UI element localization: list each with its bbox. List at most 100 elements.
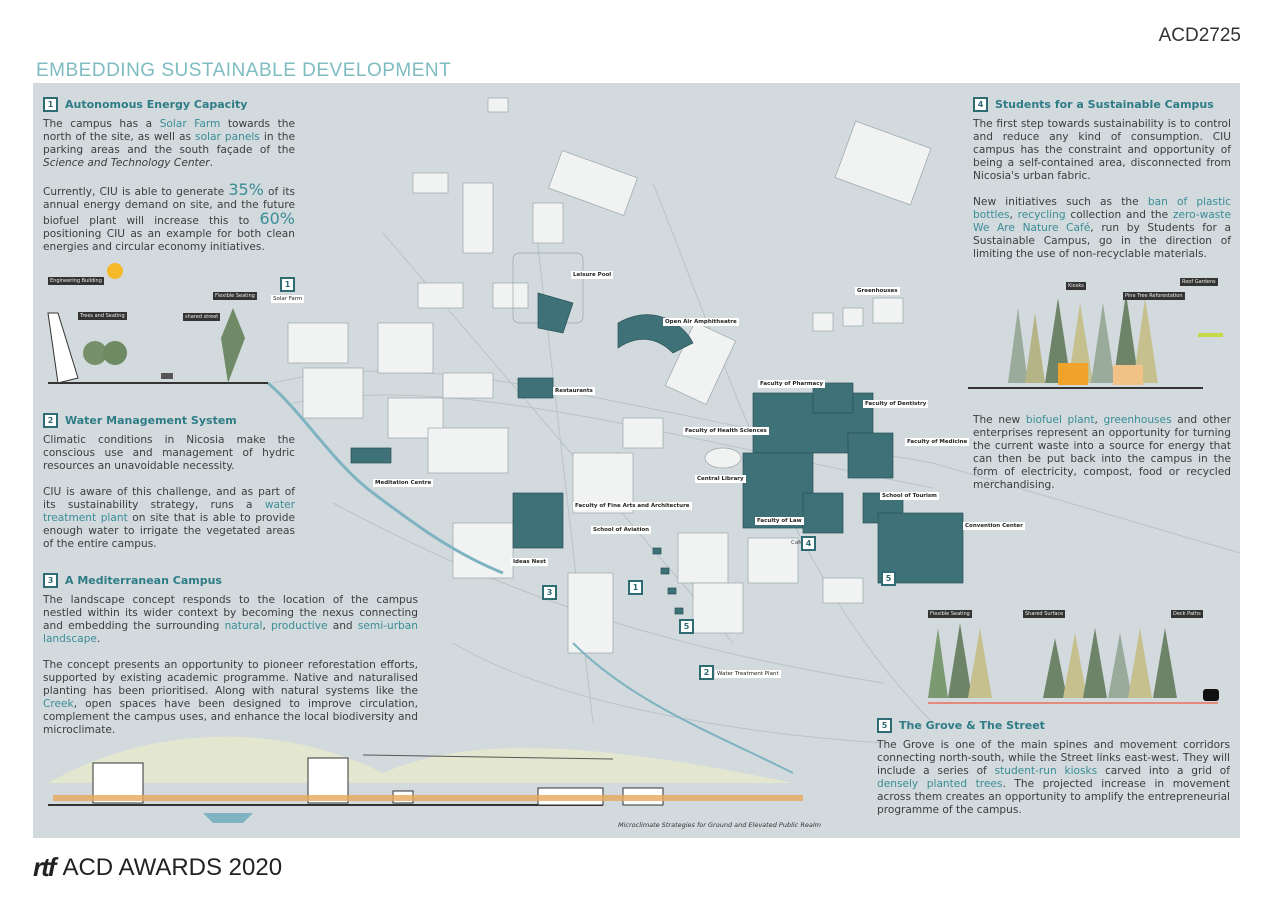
marker-4-map: 4 [801,536,816,551]
map-label-ideas-nest: Ideas Nest [511,558,548,566]
highlight-text: student-run kiosks [994,765,1098,777]
section-3-para-1: The landscape concept responds to the lo… [43,594,418,646]
map-label-solar-farm: Solar Farm [271,295,305,303]
body-text: The landscape concept responds to the lo… [43,594,418,632]
body-text: The concept presents an opportunity to p… [43,659,418,697]
body-text: and other enterprises represent an oppor… [973,414,1231,491]
highlight-text: Solar Farm [159,118,221,130]
map-label-health-sciences: Faculty of Health Sciences [683,427,769,435]
diagram-label-engineering: Engineering Building [48,277,104,285]
diagram-label-trees-seating: Trees and Seating [78,312,127,320]
map-label-tourism: School of Tourism [880,492,939,500]
body-text: on site that is able to provide enough w… [43,512,295,550]
section-5: 5 The Grove & The Street The Grove is one… [877,718,1230,830]
body-text: Science and Technology Center [43,157,210,169]
marker-5-map: 5 [679,619,694,634]
map-label-aviation: School of Aviation [591,526,652,534]
page-title: EMBEDDING SUSTAINABLE DEVELOPMENT [36,60,452,81]
section-5-number: 5 [877,718,892,733]
marker-1-map: 1 [628,580,643,595]
body-text: of its annual energy demand on site, and… [43,186,295,227]
map-label-restaurants: Restaurants [553,387,595,395]
highlight-text: natural [224,620,263,632]
diagram-label-flexible-seating: Flexible Seating [213,292,257,300]
section-4-para-3: The new biofuel plant, greenhouses and o… [973,414,1231,492]
section-3-para-2: The concept presents an opportunity to p… [43,659,418,737]
body-text: carved into a grid of [1097,765,1230,777]
highlight-text: water treatment plant [43,499,295,524]
body-text: , [1094,414,1104,426]
section-1-heading: Autonomous Energy Capacity [65,98,248,111]
marker-3-map: 3 [542,585,557,600]
highlight-text: semi-urban landscape [43,620,418,645]
body-text: . [209,157,213,169]
section-2-number: 2 [43,413,58,428]
body-text: in the parking areas and the south façad… [43,131,295,156]
section-1: 1 Autonomous Energy Capacity The campus h… [43,97,295,267]
stat-value: 35% [228,180,264,199]
body-text: The campus has a [43,118,160,130]
highlight-text: greenhouses [1103,414,1172,426]
footer: rtf ACD AWARDS 2020 [33,852,282,883]
map-label-law: Faculty of Law [755,517,804,525]
body-text: Currently, CIU is able to generate [43,186,229,198]
section-5-heading: The Grove & The Street [899,719,1045,732]
body-text: . The projected increase in movement acr… [877,778,1230,816]
diagram-label-shared-surface: Shared Surface [1023,610,1066,618]
body-text: The new [973,414,1026,426]
section-2: 2 Water Management System Climatic condit… [43,413,295,564]
map-label-central-library: Central Library [695,475,746,483]
body-text: positioning CIU as an example for both c… [43,228,295,253]
map-label-medicine: Faculty of Medicine [905,438,970,446]
project-code: ACD2725 [1158,25,1241,46]
section-1-para-2: Currently, CIU is able to generate 35% o… [43,180,295,254]
body-text: , run by Students for a Sustainable Camp… [973,222,1232,260]
section-3-heading: A Mediterranean Campus [65,574,222,587]
diagram-label-reforestation: Pine Tree Reforestation [1123,292,1185,300]
body-text: Climatic conditions in Nicosia make the … [43,434,295,472]
diagram-label-shared-street: shared street [183,313,221,321]
marker-1-solar-farm: 1 [280,277,295,292]
highlight-text: productive [271,620,328,632]
map-label-dentistry: Faculty of Dentistry [863,400,929,408]
marker-5b-map: 5 [881,571,896,586]
map-label-water-plant: Water Treatment Plant [715,670,781,678]
section-4-continued: The new biofuel plant, greenhouses and o… [973,414,1231,505]
section-caption: Microclimate Strategies for Ground and E… [618,821,821,829]
map-label-fine-arts: Faculty of Fine Arts and Architecture [573,502,692,510]
body-text: , open spaces have been designed to impr… [43,698,418,736]
map-label-leisure-pool: Leisure Pool [571,271,614,279]
section-4-heading: Students for a Sustainable Campus [995,98,1214,111]
highlight-text: zero-waste We Are Nature Café [973,209,1231,234]
body-text: , [262,620,272,632]
section-4-para-1: The first step towards sustainability is… [973,118,1231,183]
body-text: towards the north of the site, as well a… [43,118,296,143]
section-1-para-1: The campus has a Solar Farm towards the … [43,118,295,170]
diagram-label-kiosks: Kiosks [1066,282,1086,290]
highlight-text: Creek [43,698,74,710]
section-4-number: 4 [973,97,988,112]
poster-panel: Leisure Pool Open Air Amphitheatre Resta… [33,83,1240,838]
section-3-number: 3 [43,573,58,588]
section-1-number: 1 [43,97,58,112]
body-text: CIU is aware of this challenge, and as p… [43,486,295,511]
body-text: and [327,620,358,632]
map-label-convention-center: Convention Center [963,522,1025,530]
body-text: collection and the [1065,209,1173,221]
body-text: The first step towards sustainability is… [973,118,1231,182]
map-label-cafe: Cafe [791,540,804,546]
map-label-greenhouses: Greenhouses [855,287,900,295]
campus-map [47,97,1240,823]
marker-2-map: 2 [699,665,714,680]
section-2-para-2: CIU is aware of this challenge, and as p… [43,486,295,551]
section-5-para-1: The Grove is one of the main spines and … [877,739,1230,817]
highlight-text: ban of plastic bottles [973,196,1231,221]
map-label-amphitheatre: Open Air Amphitheatre [663,318,739,326]
map-label-meditation-centre: Meditation Centre [373,479,434,487]
diagram-label-deck-paths: Deck Paths [1171,610,1203,618]
section-2-heading: Water Management System [65,414,237,427]
body-text: . [96,633,101,645]
awards-label: ACD AWARDS 2020 [62,853,283,881]
highlight-text: solar panels [195,131,260,143]
map-label-pharmacy: Faculty of Pharmacy [758,380,826,388]
